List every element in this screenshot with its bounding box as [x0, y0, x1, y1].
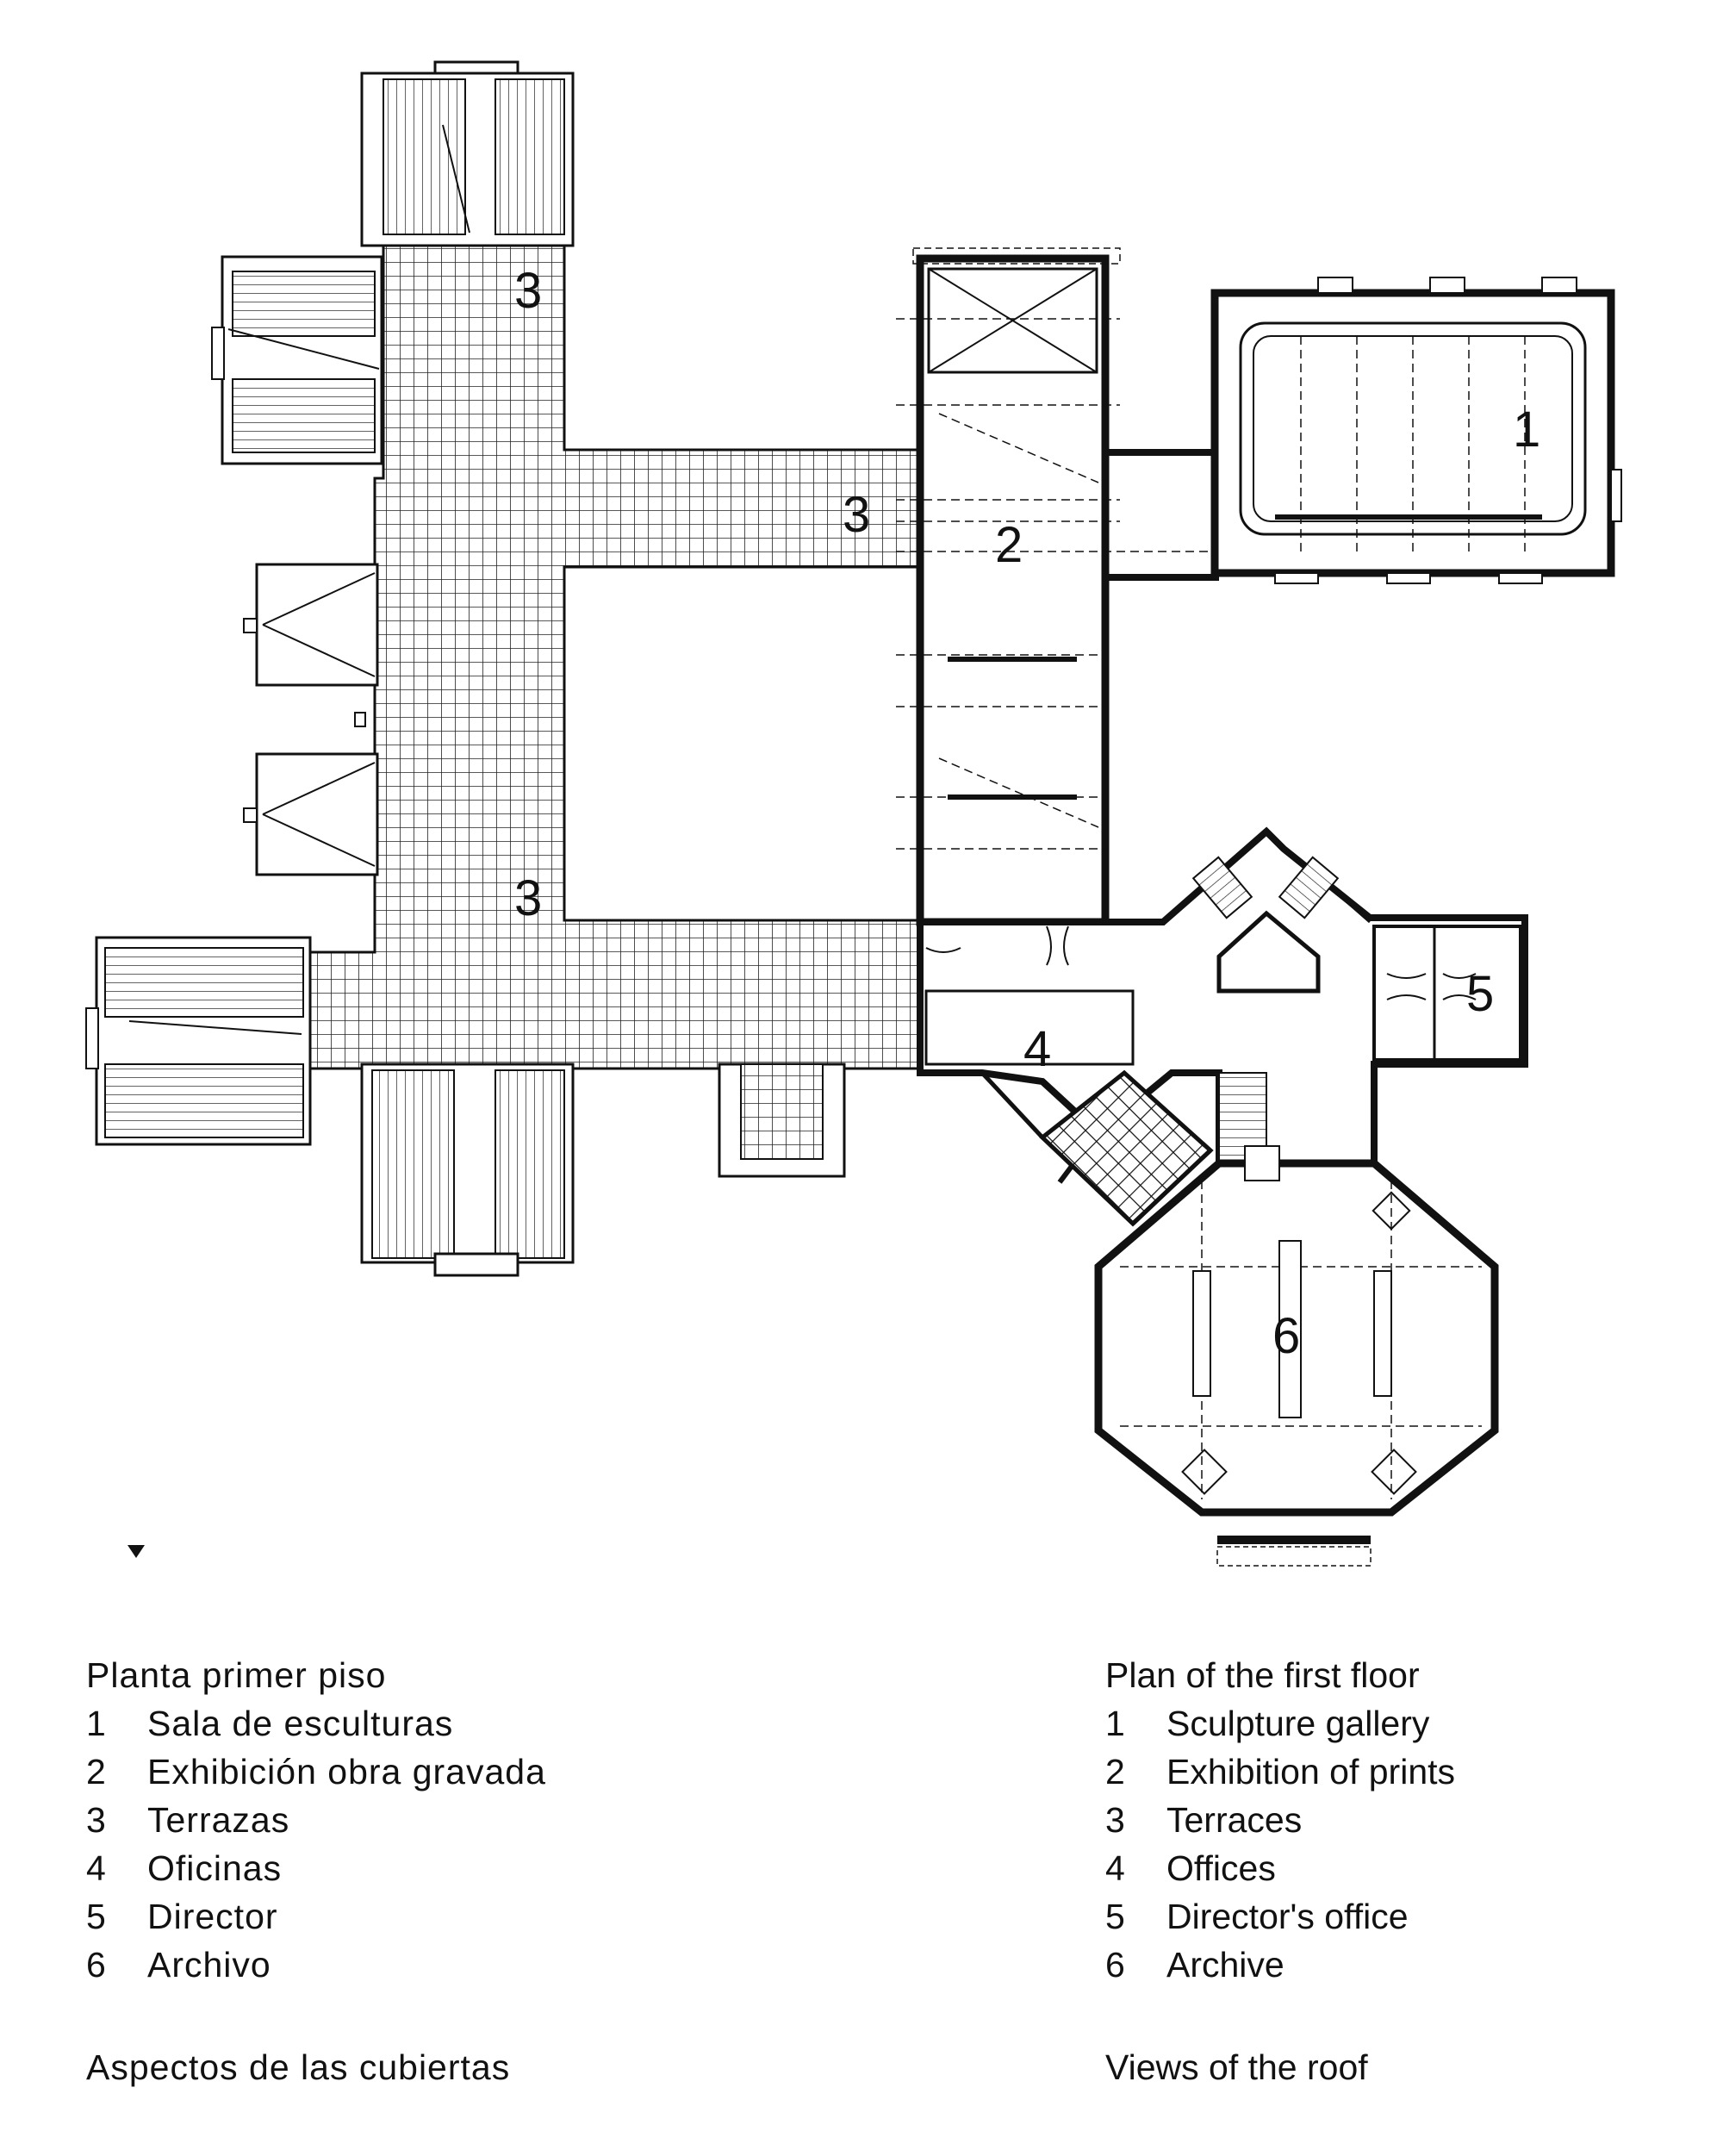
legend-number: 4: [1105, 1848, 1125, 1888]
legend-title-en: Plan of the first floor: [1105, 1655, 1420, 1695]
room-label-2: 2: [995, 517, 1023, 573]
legend-label: Archive: [1166, 1945, 1284, 1985]
legend-label: Terraces: [1166, 1800, 1303, 1840]
connector-corridor: [1105, 449, 1219, 581]
legend-item: 6 Archivo: [86, 1941, 741, 1989]
legend-item: 5 Director's office: [1105, 1892, 1708, 1941]
room-archive: [1094, 1145, 1499, 1517]
north-porch: [360, 60, 575, 247]
legend-subtitle-en: Views of the roof: [1105, 2047, 1368, 2087]
room-label-1: 1: [1513, 402, 1540, 458]
legend-label: Sala de esculturas: [147, 1704, 454, 1743]
legend-item: 2 Exhibition of prints: [1105, 1748, 1708, 1796]
south-porch: [360, 1062, 575, 1277]
legend-label: Terrazas: [147, 1800, 290, 1840]
legend-number: 1: [1105, 1704, 1125, 1743]
tiled-lobby: [980, 1069, 1214, 1227]
legend-item: 3 Terrazas: [86, 1796, 741, 1844]
legend-number: 1: [86, 1704, 107, 1743]
legend-number: 2: [1105, 1752, 1125, 1791]
west-porch-lower: [85, 936, 312, 1146]
legend-number: 2: [86, 1752, 107, 1791]
south-bay: [718, 1062, 846, 1178]
legend-item: 1 Sculpture gallery: [1105, 1699, 1708, 1748]
legend-number: 3: [86, 1800, 107, 1840]
legend-label: Director: [147, 1897, 278, 1936]
legend-subtitle-es: Aspectos de las cubiertas: [86, 2047, 511, 2087]
legend-label: Exhibición obra gravada: [147, 1752, 546, 1791]
room-label-3-south: 3: [514, 870, 542, 926]
north-arrow: [128, 1545, 145, 1558]
legend-number: 5: [86, 1897, 107, 1936]
terrace-area: [300, 231, 922, 1070]
legend-item: 5 Director: [86, 1892, 741, 1941]
office-block: [917, 826, 1528, 1171]
west-porch-upper: [211, 255, 383, 465]
wing-exhibition: [896, 247, 1223, 926]
legend-number: 6: [86, 1945, 107, 1985]
legend-item: 6 Archive: [1105, 1941, 1708, 1989]
legend-spanish: Planta primer piso 1 Sala de esculturas 2…: [86, 1651, 741, 2091]
scale-bar: [1216, 1536, 1372, 1567]
room-label-5: 5: [1466, 966, 1494, 1022]
legend-number: 6: [1105, 1945, 1125, 1985]
legend-label: Sculpture gallery: [1166, 1704, 1430, 1743]
legend-number: 3: [1105, 1800, 1125, 1840]
legend-item: 3 Terraces: [1105, 1796, 1708, 1844]
legend-number: 4: [86, 1848, 107, 1888]
legend-item: 1 Sala de esculturas: [86, 1699, 741, 1748]
west-square-rooms: [243, 563, 379, 876]
legend-item: 2 Exhibición obra gravada: [86, 1748, 741, 1796]
legend-english: Plan of the first floor 1 Sculpture galle…: [1105, 1651, 1708, 2091]
legend-label: Director's office: [1166, 1897, 1409, 1936]
legend-item: 4 Oficinas: [86, 1844, 741, 1892]
room-label-3-north: 3: [514, 263, 542, 319]
room-label-4: 4: [1023, 1021, 1051, 1077]
legend-label: Exhibition of prints: [1166, 1752, 1456, 1791]
legend-title-es: Planta primer piso: [86, 1655, 387, 1695]
room-label-3-east: 3: [843, 487, 870, 543]
legend-label: Offices: [1166, 1848, 1276, 1888]
room-label-6: 6: [1272, 1308, 1300, 1364]
legend-item: 4 Offices: [1105, 1844, 1708, 1892]
legend-number: 5: [1105, 1897, 1125, 1936]
floor-plan-drawing: 1 2 3 3 3 4 5 6: [85, 60, 1622, 1567]
room-sculpture-gallery: [1210, 277, 1622, 584]
legend-label: Oficinas: [147, 1848, 283, 1888]
legend-label: Archivo: [147, 1945, 271, 1985]
